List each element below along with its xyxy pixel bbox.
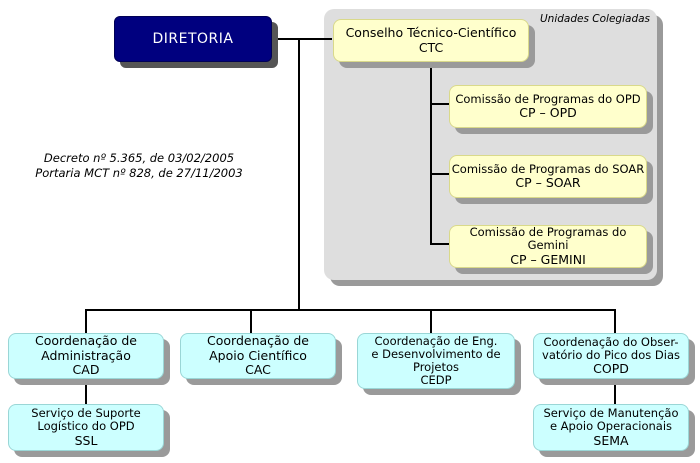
diretoria-box[interactable]: DIRETORIA xyxy=(114,16,272,62)
connector-diretoria-ctc xyxy=(272,38,332,40)
cedp-line-3: Projetos xyxy=(412,360,460,374)
connector-ctc-committees xyxy=(430,62,432,244)
ssl-abbr: SSL xyxy=(74,432,98,448)
ctc-name: Conselho Técnico-Científico xyxy=(345,25,517,41)
copd-abbr: COPD xyxy=(593,361,629,377)
connector-to-cp-soar xyxy=(430,173,450,175)
decree-text: Decreto nº 5.365, de 03/02/2005 Portaria… xyxy=(14,151,264,181)
cp-opd-box[interactable]: Comissão de Programas do OPD CP – OPD xyxy=(449,85,647,128)
cp-opd-name: Comissão de Programas do OPD xyxy=(455,91,641,106)
copd-box[interactable]: Coordenação do Obser- vatório do Pico do… xyxy=(533,333,689,379)
cad-line-1: Coordenação de xyxy=(35,333,137,349)
ssl-line-1: Serviço de Suporte xyxy=(31,406,141,421)
sema-box[interactable]: Serviço de Manutenção e Apoio Operaciona… xyxy=(533,404,689,451)
cedp-line-1: Coordenação de Eng. xyxy=(374,333,498,348)
decree-line-1: Decreto nº 5.365, de 03/02/2005 xyxy=(43,151,235,165)
sema-abbr: SEMA xyxy=(593,432,629,448)
cp-soar-box[interactable]: Comissão de Programas do SOAR CP – SOAR xyxy=(449,155,647,198)
cedp-line-2: e Desenvolvimento de xyxy=(371,346,501,361)
cad-line-2: Administração xyxy=(41,347,131,363)
connector-cad-ssl xyxy=(85,380,87,404)
connector-to-cp-opd xyxy=(430,103,450,105)
cad-abbr: CAD xyxy=(72,362,100,378)
cp-gemini-abbr: CP – GEMINI xyxy=(510,251,586,267)
connector-coordination-bus xyxy=(85,309,615,311)
copd-line-1: Coordenação do Obser- xyxy=(543,334,679,349)
cp-opd-abbr: CP – OPD xyxy=(519,104,577,120)
sema-line-1: Serviço de Manutenção xyxy=(543,406,679,421)
decree-line-2: Portaria MCT nº 828, de 27/11/2003 xyxy=(35,165,243,180)
ssl-line-2: Logístico do OPD xyxy=(37,419,135,434)
cac-box[interactable]: Coordenação de Apoio Científico CAC xyxy=(180,333,336,379)
sema-line-2: e Apoio Operacionais xyxy=(549,419,673,434)
connector-to-cedp xyxy=(430,309,432,333)
connector-main-vertical xyxy=(298,38,300,310)
connector-to-cac xyxy=(250,309,252,333)
cp-soar-abbr: CP – SOAR xyxy=(515,174,581,190)
diretoria-label: DIRETORIA xyxy=(152,30,234,47)
cp-soar-name: Comissão de Programas do SOAR xyxy=(451,161,645,176)
connector-copd-sema xyxy=(614,380,616,404)
ctc-abbr: CTC xyxy=(418,39,444,55)
cad-box[interactable]: Coordenação de Administração CAD xyxy=(8,333,164,379)
ssl-box[interactable]: Serviço de Suporte Logístico do OPD SSL xyxy=(8,404,164,451)
connector-to-cad xyxy=(85,309,87,333)
connector-to-copd xyxy=(614,309,616,333)
cp-gemini-box[interactable]: Comissão de Programas do Gemini CP – GEM… xyxy=(449,225,647,268)
panel-label: Unidades Colegiadas xyxy=(540,13,651,25)
connector-to-cp-gemini xyxy=(430,243,450,245)
copd-line-2: vatório do Pico dos Dias xyxy=(542,347,680,362)
ctc-box[interactable]: Conselho Técnico-Científico CTC xyxy=(333,19,529,62)
cedp-box[interactable]: Coordenação de Eng. e Desenvolvimento de… xyxy=(357,333,515,389)
cedp-abbr: CEDP xyxy=(420,373,452,388)
cp-gemini-name: Comissão de Programas do Gemini xyxy=(469,225,627,253)
cac-line-2: Apoio Científico xyxy=(209,347,307,363)
cac-line-1: Coordenação de xyxy=(207,333,309,349)
cac-abbr: CAC xyxy=(245,362,271,378)
